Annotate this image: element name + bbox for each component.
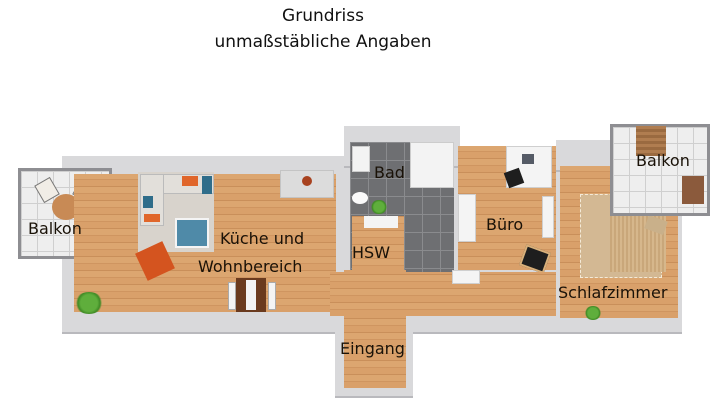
- label-balkon-west: Balkon: [28, 219, 82, 238]
- shelf-icon: [542, 196, 554, 238]
- outer-wall-bedroom-top: [556, 140, 616, 170]
- balcony-table-icon: [636, 126, 666, 156]
- toilet-icon: [352, 192, 368, 204]
- fruit-bowl-icon: [302, 176, 312, 186]
- cushion-orange-icon: [182, 176, 198, 186]
- label-kueche-line2: Wohnbereich: [198, 257, 303, 276]
- balcony-rail-icon: [682, 176, 704, 204]
- label-hsw: HSW: [352, 243, 391, 262]
- laptop-icon: [522, 154, 534, 164]
- shower-icon: [410, 142, 454, 188]
- label-buero: Büro: [486, 215, 524, 234]
- washer-icon: [364, 216, 398, 228]
- plant-icon: [74, 292, 104, 314]
- label-balkon-ost: Balkon: [636, 151, 690, 170]
- label-kueche-line1: Küche und: [220, 229, 305, 248]
- table-runner-icon: [246, 280, 256, 310]
- sink-icon: [352, 146, 370, 172]
- label-bad: Bad: [374, 163, 405, 182]
- chair-icon: [228, 282, 236, 310]
- hall-shoe-rack-icon: [452, 270, 480, 284]
- cushion-blue-icon: [143, 196, 153, 208]
- chair-icon: [268, 282, 276, 310]
- plan-title: Grundriss: [282, 6, 364, 26]
- cushion-blue-icon: [202, 176, 212, 194]
- cushion-orange-icon: [144, 214, 160, 222]
- coffee-table-icon: [175, 218, 209, 248]
- plan-subtitle: unmaßstäbliche Angaben: [214, 32, 432, 52]
- label-schlafzimmer: Schlafzimmer: [558, 283, 668, 302]
- room-flur: [330, 272, 556, 316]
- sideboard-icon: [458, 194, 476, 242]
- plant-icon: [370, 200, 388, 214]
- plant-icon: [584, 306, 602, 320]
- label-eingang: Eingang: [340, 339, 405, 358]
